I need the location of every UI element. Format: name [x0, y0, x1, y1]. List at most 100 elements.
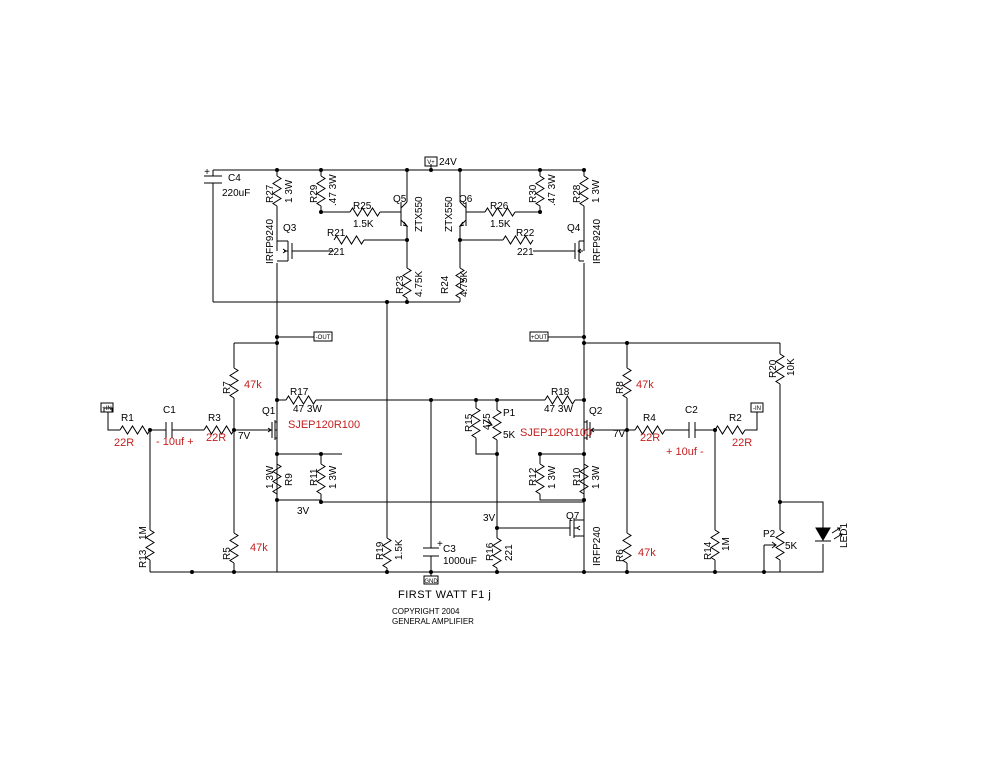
svg-text:+: + [437, 539, 443, 550]
label-r23: R23 [395, 275, 406, 294]
net-flags [100, 156, 764, 413]
resistor-r24 [455, 267, 465, 299]
resistor-r29 [316, 175, 326, 207]
resistor-r10 [579, 463, 589, 495]
voltage-7v-right: 7V [613, 429, 626, 440]
label-c2: C2 [685, 405, 698, 416]
resistor-r20 [775, 353, 785, 385]
value-r29: .47 3W [328, 174, 339, 206]
label-r13: R13 [138, 549, 149, 568]
label-r10: R10 [572, 467, 583, 486]
value-r21: 221 [328, 247, 345, 258]
value-q4: IRFP9240 [592, 219, 603, 264]
resistor-r2 [714, 425, 746, 435]
led1-icon [815, 527, 843, 542]
voltage-3v-left: 3V [297, 506, 310, 517]
label-r28: R28 [572, 184, 583, 203]
label-c4: C4 [228, 173, 241, 184]
resistor-r17 [285, 395, 317, 405]
neg-in-flag: -IN [753, 406, 761, 412]
neg-out-flag: -OUT [316, 335, 331, 341]
label-r24: R24 [440, 275, 451, 294]
label-r18: R18 [551, 387, 570, 398]
resistor-r15 [471, 407, 481, 439]
transistor-q3 [277, 240, 293, 262]
value-r28: 1 3W [591, 179, 602, 203]
resistor-r11 [316, 463, 326, 495]
resistor-r18 [544, 395, 576, 405]
annotation-r4: 22R [640, 432, 660, 444]
label-q4: Q4 [567, 223, 581, 234]
label-r25: R25 [353, 201, 372, 212]
label-r2: R2 [729, 413, 742, 424]
voltage-7v-left: 7V [238, 431, 251, 442]
value-r10: 1 3W [591, 465, 602, 489]
value-q2: SJEP120R100 [520, 427, 592, 439]
capacitors [165, 175, 696, 557]
subtitle-line: GENERAL AMPLIFIER [392, 617, 474, 626]
label-q1: Q1 [262, 406, 276, 417]
label-r16: R16 [485, 542, 496, 561]
resistor-r27 [272, 175, 282, 207]
label-r22: R22 [516, 228, 535, 239]
pos-out-flag: +OUT [531, 335, 548, 341]
value-q7: IRFP240 [592, 526, 603, 566]
label-p1: P1 [503, 408, 516, 419]
resistor-r5 [229, 532, 239, 564]
label-r19: R19 [375, 541, 386, 560]
value-r17: 47 3W [293, 404, 322, 415]
label-r3: R3 [208, 413, 221, 424]
resistor-r7 [229, 367, 239, 399]
annotation-c2: + 10uf - [666, 446, 704, 458]
resistor-r13 [145, 529, 155, 561]
resistor-r6 [622, 532, 632, 564]
junctions [148, 168, 782, 574]
value-r22: 221 [517, 247, 534, 258]
label-r7: R7 [222, 381, 233, 394]
value-c3: 1000uF [443, 556, 477, 567]
transistor-q1 [266, 420, 277, 440]
label-r20: R20 [768, 359, 779, 378]
resistor-r26 [484, 207, 516, 217]
annotation-r7: 47k [244, 379, 262, 391]
label-r9: R9 [284, 473, 295, 486]
label-c1: C1 [163, 405, 176, 416]
label-q3: Q3 [283, 223, 297, 234]
label-r6: R6 [615, 549, 626, 562]
value-r24: 4.75K [459, 271, 470, 297]
pos-in-flag: +IN [102, 406, 112, 412]
label-r5: R5 [222, 547, 233, 560]
resistor-r1 [119, 425, 151, 435]
label-q2: Q2 [589, 406, 603, 417]
resistor-r16 [492, 537, 502, 569]
potentiometer-p1 [492, 409, 502, 441]
resistors [119, 175, 785, 569]
annotation-r6: 47k [638, 547, 656, 559]
resistor-r3 [203, 425, 235, 435]
value-r23: 4.75K [414, 271, 425, 297]
resistor-r8 [622, 367, 632, 399]
resistor-r23 [402, 267, 412, 299]
label-r15: R15 [464, 413, 475, 432]
label-r30: R30 [528, 184, 539, 203]
value-r15: 475 [482, 413, 493, 430]
resistor-r21 [333, 235, 365, 245]
label-r11: R11 [309, 468, 320, 486]
label-r27: R27 [265, 184, 276, 203]
resistor-r25 [349, 207, 381, 217]
value-q3: IRFP9240 [265, 219, 276, 264]
resistor-r22 [502, 235, 534, 245]
label-r4: R4 [643, 413, 656, 424]
resistor-r4 [634, 425, 666, 435]
resistor-r12 [535, 463, 545, 495]
transistor-q2 [584, 420, 596, 440]
label-q5: Q5 [393, 194, 407, 205]
capacitor-c4 [204, 175, 222, 184]
label-r21: R21 [327, 228, 346, 239]
resistor-r14 [710, 529, 720, 561]
supply-voltage: 24V [439, 157, 457, 168]
label-r8: R8 [615, 381, 626, 394]
value-r13: 1M [138, 526, 149, 540]
value-r12: 1 3W [547, 465, 558, 489]
value-r27: 1 3W [284, 179, 295, 203]
